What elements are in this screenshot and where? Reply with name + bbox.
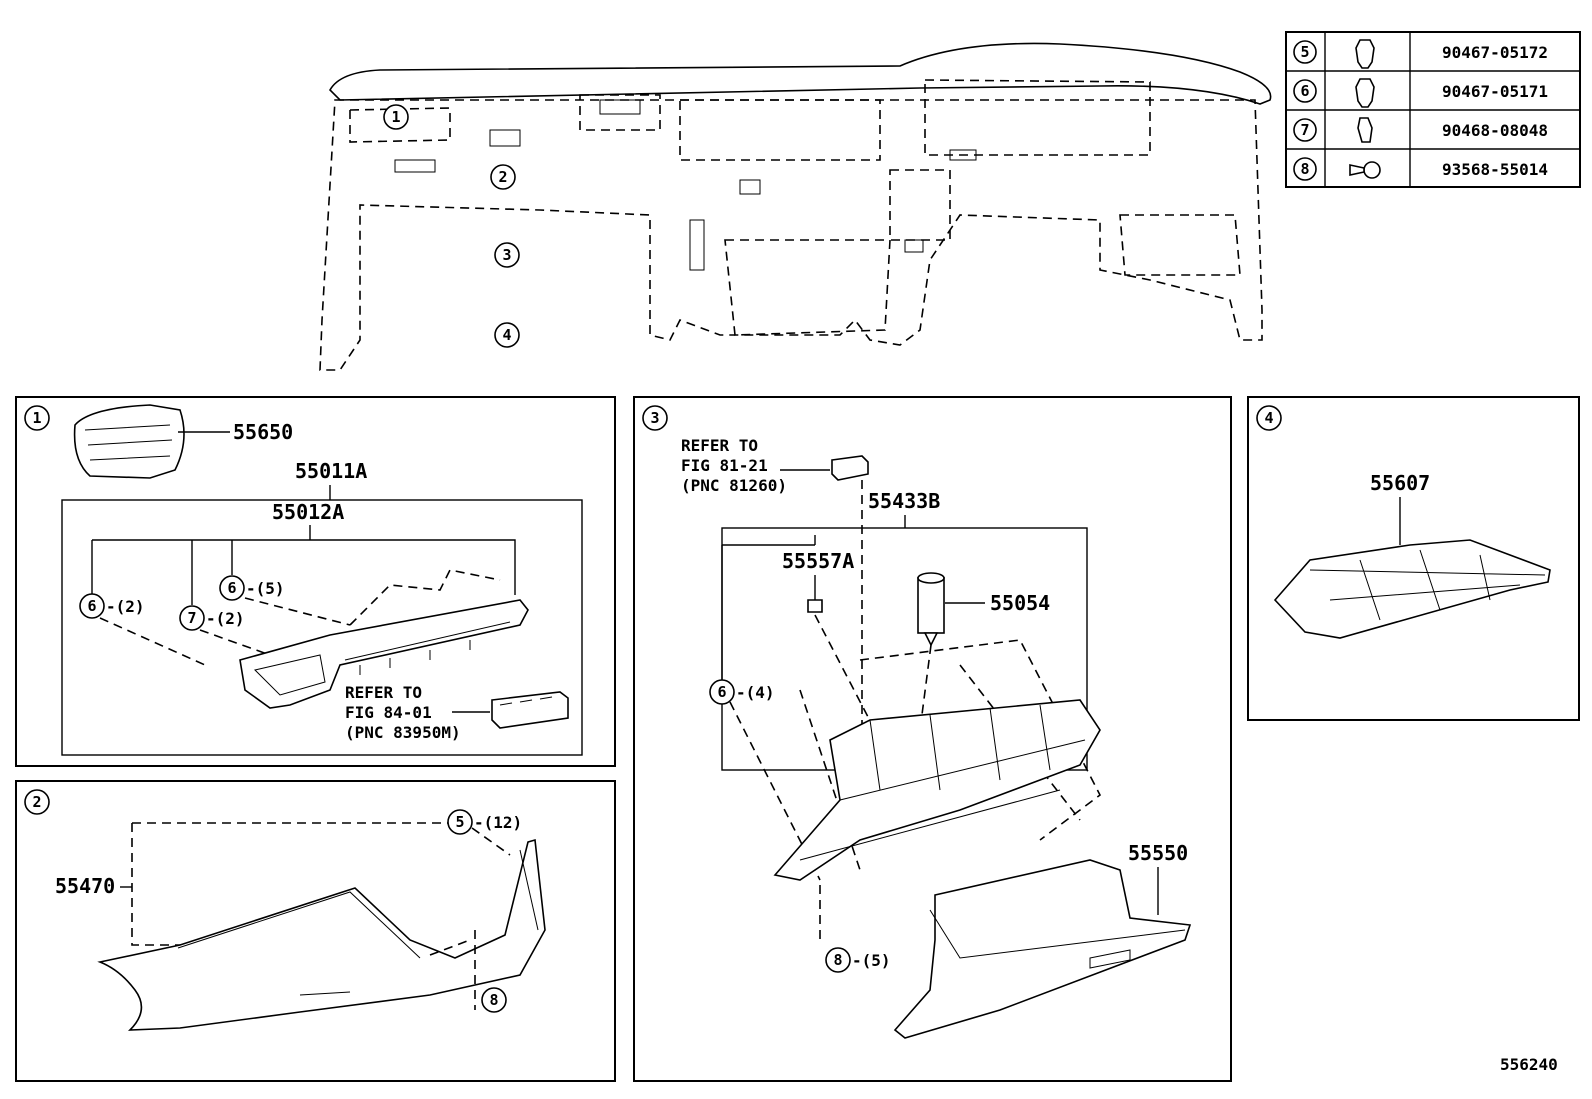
svg-text:7: 7 — [1300, 121, 1309, 139]
svg-text:-(5): -(5) — [246, 579, 285, 598]
svg-text:8: 8 — [833, 951, 842, 969]
svg-text:55433B: 55433B — [868, 489, 940, 513]
callout-6 — [709, 679, 735, 705]
svg-text:FIG 81-21: FIG 81-21 — [681, 456, 768, 475]
panel-2-ref — [24, 789, 50, 815]
svg-text:55650: 55650 — [233, 420, 293, 444]
table-row: 8 93568-55014 — [1293, 157, 1548, 181]
overview-callout-4 — [494, 322, 520, 348]
svg-text:6: 6 — [1300, 82, 1309, 100]
callout-8 — [1293, 157, 1317, 181]
vent-assembly-55650 — [73, 404, 185, 479]
callout-8 — [481, 987, 507, 1013]
overview-callout-3 — [494, 242, 520, 268]
svg-text:-(2): -(2) — [106, 597, 145, 616]
svg-text:-(5): -(5) — [852, 951, 891, 970]
screw-icon — [1349, 161, 1381, 179]
svg-text:55054: 55054 — [990, 591, 1050, 615]
clip-icon — [1355, 39, 1375, 69]
svg-text:(PNC 83950M): (PNC 83950M) — [345, 723, 461, 742]
clip-icon — [1357, 117, 1373, 143]
svg-text:55011A: 55011A — [295, 459, 367, 483]
callout-7 — [179, 605, 205, 631]
svg-text:6: 6 — [227, 579, 236, 597]
callout-8 — [825, 947, 851, 973]
center-trim-55012A — [239, 599, 529, 709]
callout-6 — [1293, 79, 1317, 103]
overview-callout-1 — [383, 104, 409, 130]
svg-text:FIG 84-01: FIG 84-01 — [345, 703, 432, 722]
table-row: 7 90468-08048 — [1293, 117, 1548, 143]
svg-text:-(12): -(12) — [474, 813, 522, 832]
svg-text:2: 2 — [498, 168, 507, 186]
svg-text:-(2): -(2) — [206, 609, 245, 628]
fastener-table: 5 90467-05172 6 90467-05171 7 90468-0804… — [1285, 31, 1581, 188]
svg-text:8: 8 — [1300, 160, 1309, 178]
svg-text:5: 5 — [455, 813, 464, 831]
svg-text:4: 4 — [1264, 409, 1273, 427]
svg-text:4: 4 — [502, 326, 511, 344]
svg-text:REFER TO: REFER TO — [681, 436, 758, 455]
svg-text:90467-05171: 90467-05171 — [1442, 82, 1548, 101]
panel-1: 1 55650 55011A 55012A 6 -(2) 7 -(2) 6 -(… — [15, 396, 616, 767]
dashboard-overview: 1 2 3 4 — [319, 42, 1272, 371]
callout-6 — [219, 575, 245, 601]
svg-text:5: 5 — [1300, 43, 1309, 61]
svg-text:2: 2 — [32, 793, 41, 811]
damper-55054 — [917, 572, 945, 647]
svg-text:6: 6 — [717, 683, 726, 701]
svg-text:55557A: 55557A — [782, 549, 854, 573]
svg-text:55470: 55470 — [55, 874, 115, 898]
svg-text:90467-05172: 90467-05172 — [1442, 43, 1548, 62]
svg-text:3: 3 — [502, 246, 511, 264]
table-row: 6 90467-05171 — [1293, 78, 1548, 108]
overview-callout-2 — [490, 164, 516, 190]
glove-box-door-55550 — [893, 859, 1192, 1039]
panel-1-ref — [24, 405, 50, 431]
panel-3-ref — [642, 405, 668, 431]
svg-text:93568-55014: 93568-55014 — [1442, 160, 1548, 179]
svg-text:-(4): -(4) — [736, 683, 775, 702]
svg-text:1: 1 — [391, 108, 400, 126]
table-row: 5 90467-05172 — [1293, 39, 1548, 69]
panel-2: 2 55470 5 -(12) 8 — [15, 780, 616, 1082]
svg-text:6: 6 — [87, 597, 96, 615]
glove-box-lamp-81260 — [831, 455, 869, 481]
panel-4: 4 55607 — [1247, 396, 1580, 721]
svg-text:1: 1 — [32, 409, 41, 427]
svg-text:90468-08048: 90468-08048 — [1442, 121, 1548, 140]
glove-box-liner-55607 — [1273, 539, 1551, 639]
svg-text:7: 7 — [187, 609, 196, 627]
svg-text:REFER TO: REFER TO — [345, 683, 422, 702]
callout-5 — [447, 809, 473, 835]
panel-4-ref — [1256, 405, 1282, 431]
lower-panel-55470 — [97, 838, 546, 1031]
callout-6 — [79, 593, 105, 619]
callout-7 — [1293, 118, 1317, 142]
svg-text:55550: 55550 — [1128, 841, 1188, 865]
svg-text:3: 3 — [650, 409, 659, 427]
figure-number: 556240 — [1500, 1055, 1558, 1074]
switch-83950M — [491, 691, 569, 729]
svg-text:8: 8 — [489, 991, 498, 1009]
svg-text:55012A: 55012A — [272, 500, 344, 524]
panel-3: 3 REFER TO FIG 81-21 (PNC 81260) 55433B … — [633, 396, 1232, 1082]
callout-5 — [1293, 40, 1317, 64]
glove-box-frame-55433B — [773, 699, 1101, 881]
svg-text:55607: 55607 — [1370, 471, 1430, 495]
clip-55557A — [807, 599, 823, 613]
clip-icon — [1355, 78, 1375, 108]
svg-text:(PNC 81260): (PNC 81260) — [681, 476, 787, 495]
